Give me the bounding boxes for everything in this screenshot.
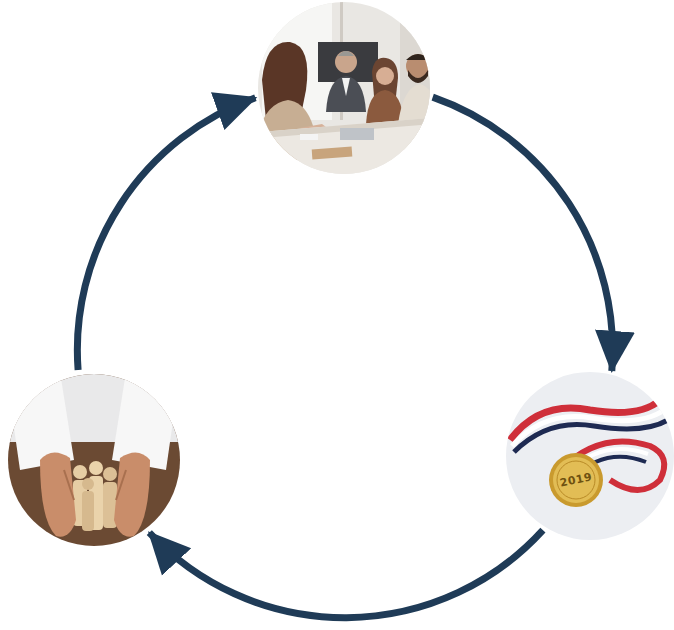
- wooden-figures-part: [82, 478, 94, 490]
- meeting-photo-part: [300, 134, 318, 140]
- wooden-figures-part: [73, 465, 87, 479]
- meeting-photo-part: [406, 54, 430, 60]
- wooden-figures: [73, 461, 117, 531]
- meeting-photo-part: [408, 70, 428, 83]
- meeting-photo-part: [335, 51, 357, 73]
- wooden-figures-part: [89, 461, 103, 475]
- meeting-photo-part: [338, 51, 354, 56]
- meeting-photo-part: [376, 67, 394, 85]
- hands-photo-part: [64, 470, 74, 500]
- meeting-photo-part: [340, 128, 374, 140]
- hands-photo: [6, 372, 186, 552]
- photo-circle: [258, 2, 430, 174]
- medal-photo-part: [557, 461, 595, 499]
- cycle-arrow: [433, 97, 613, 371]
- meeting-photo: [250, 0, 440, 180]
- meeting-photo-part: [342, 78, 350, 96]
- cycle-arrow: [149, 530, 543, 617]
- medal-photo: [500, 366, 674, 546]
- medal-photo-part: [553, 457, 599, 503]
- wooden-figures-part: [103, 467, 117, 481]
- meeting-photo-part: [250, 0, 440, 180]
- hands-photo-part: [40, 452, 76, 536]
- medal-photo-part: [500, 366, 674, 546]
- meeting-photo-part: [326, 76, 366, 112]
- photo-circle: [8, 374, 180, 546]
- medal-year: 2019: [559, 470, 594, 489]
- photo-circle: 2019: [506, 372, 674, 540]
- meeting-photo-part: [250, 118, 440, 180]
- hands-photo-part: [6, 372, 186, 552]
- hands-photo-part: [112, 372, 180, 470]
- cycle-arrow: [77, 98, 255, 370]
- meeting-photo-part: [318, 42, 378, 82]
- medal-photo-part: [549, 453, 603, 507]
- meeting-photo-part: [312, 147, 353, 160]
- meeting-photo-part: [366, 90, 404, 124]
- wooden-figures-part: [82, 491, 94, 531]
- hands-photo-part: [114, 452, 150, 536]
- hands-photo-part: [116, 470, 126, 500]
